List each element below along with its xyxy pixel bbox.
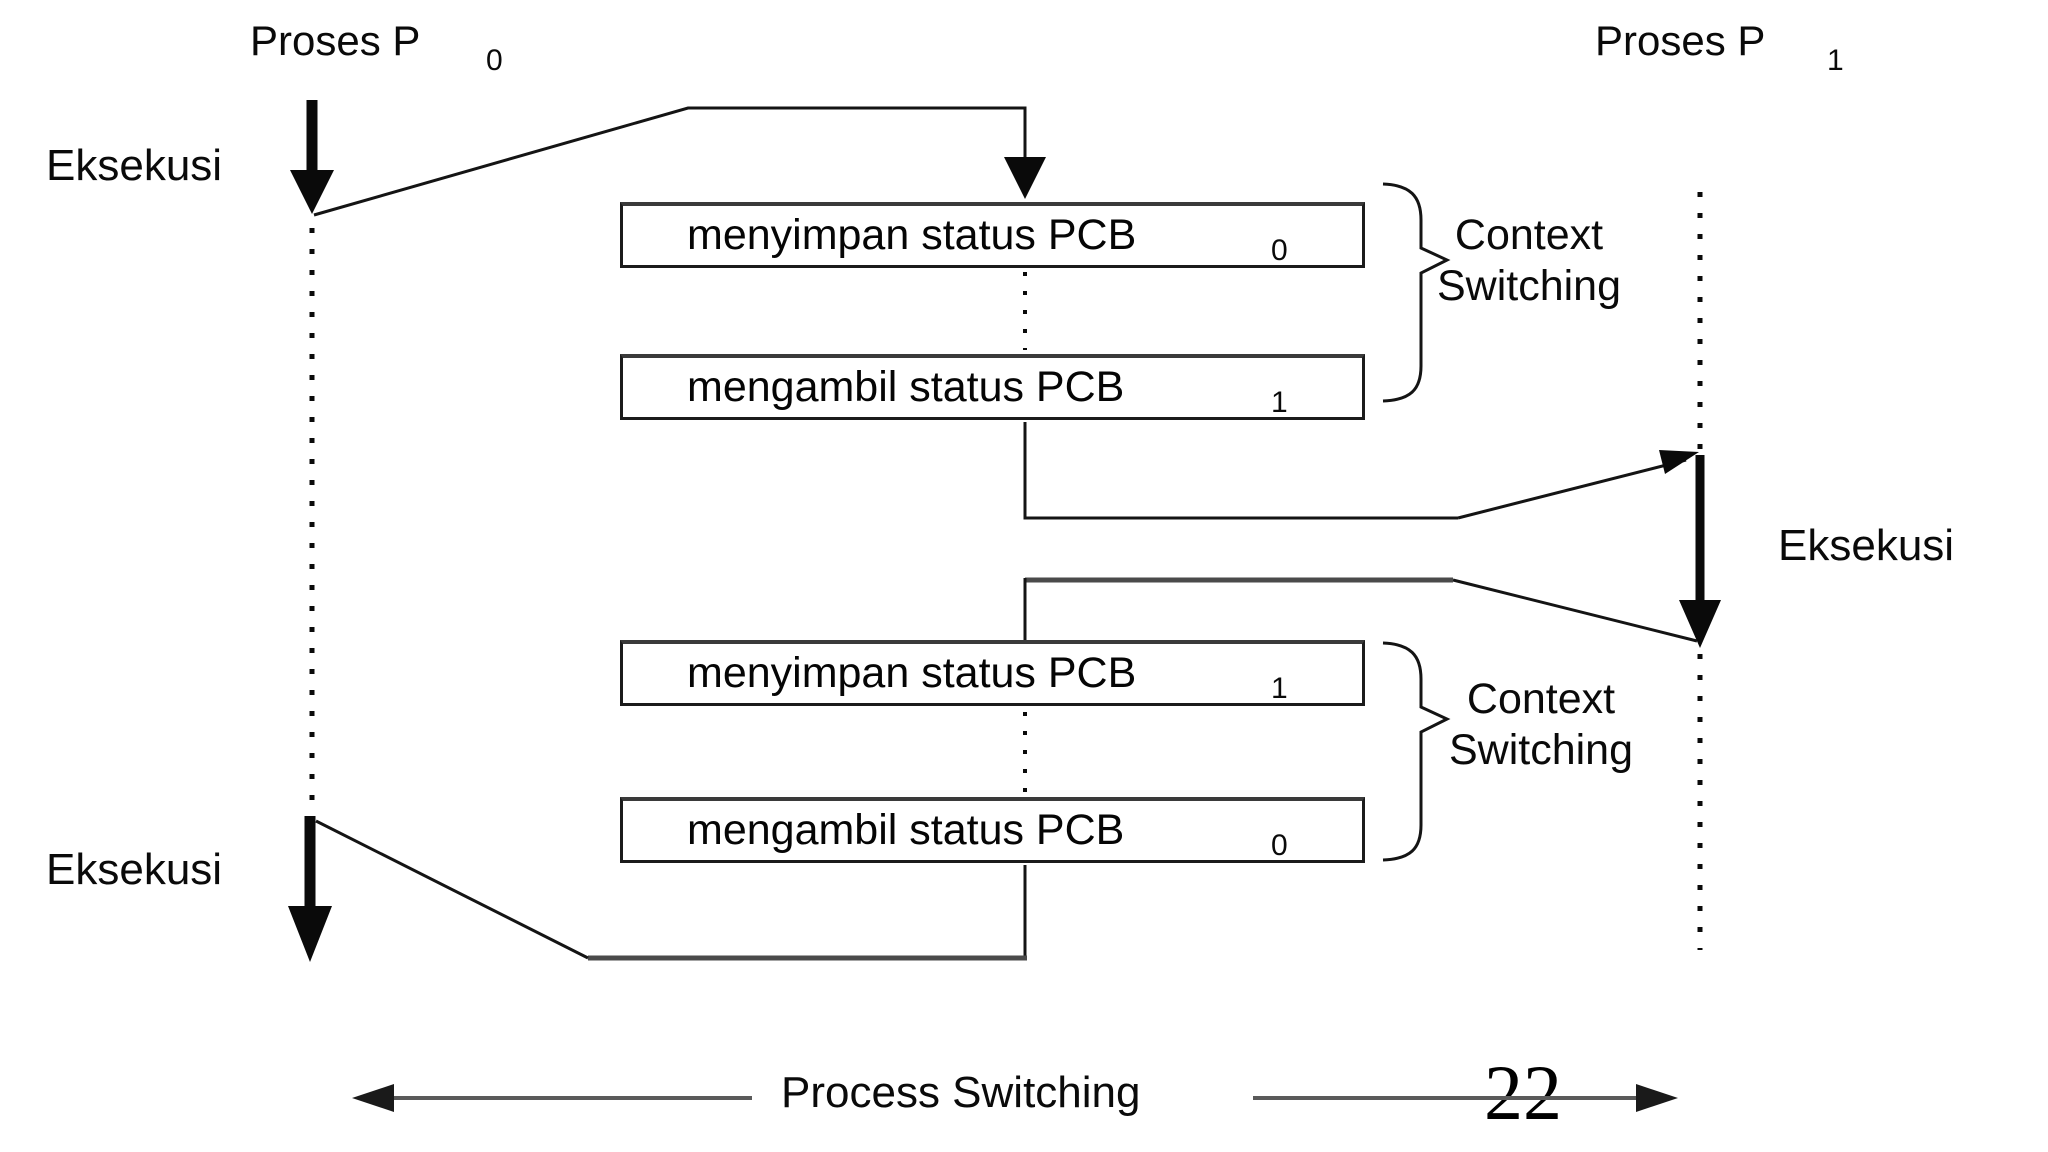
- save-pcb1-box: menyimpan status PCB 1: [620, 640, 1365, 706]
- save-pcb0-box: menyimpan status PCB 0: [620, 202, 1365, 268]
- context-switching-top-line2: Switching: [1436, 262, 1622, 310]
- load-pcb0-label: mengambil status PCB: [687, 806, 1125, 854]
- p0-execution-arrow-top: [290, 100, 334, 214]
- to-p0-connector: [315, 819, 1027, 961]
- process-p1-subscript: 1: [1827, 44, 1844, 77]
- p0-suspend-connector: [313, 106, 1046, 217]
- load-pcb0-subscript: 0: [1271, 829, 1288, 862]
- context-switching-brace-bottom: [1382, 641, 1451, 862]
- eksekusi-label-right: Eksekusi: [1778, 521, 1955, 570]
- load-pcb1-subscript: 1: [1271, 386, 1288, 419]
- p0-execution-arrow-bottom: [288, 816, 332, 962]
- left-arrowhead-icon: [352, 1084, 394, 1112]
- context-switching-bottom-line2: Switching: [1448, 726, 1634, 774]
- eksekusi-label-bottom-left: Eksekusi: [46, 845, 223, 894]
- load-pcb0-box: mengambil status PCB 0: [620, 797, 1365, 863]
- save-pcb1-subscript: 1: [1271, 672, 1288, 705]
- p1-execution-arrow: [1679, 455, 1721, 648]
- process-switching-arrow: [352, 1084, 1678, 1112]
- process-p0-subscript: 0: [486, 44, 503, 77]
- process-p1-title: Proses P: [1595, 17, 1766, 64]
- save-pcb0-subscript: 0: [1271, 234, 1288, 267]
- process-p0-title: Proses P: [250, 17, 421, 64]
- load-pcb1-box: mengambil status PCB 1: [620, 354, 1365, 420]
- process-switching-label: Process Switching: [781, 1068, 1141, 1117]
- down-arrowhead-icon: [1004, 157, 1046, 199]
- ne-arrowhead-icon: [1659, 450, 1699, 474]
- load-pcb1-label: mengambil status PCB: [687, 363, 1125, 411]
- p1-suspend-connector: [1023, 577, 1698, 643]
- context-switching-bottom-line1: Context: [1466, 675, 1616, 723]
- context-switching-brace-top: [1382, 182, 1451, 403]
- context-switching-annotation-bottom: Context Switching: [1436, 674, 1646, 776]
- context-switching-annotation-top: Context Switching: [1424, 210, 1634, 312]
- right-arrowhead-icon: [1636, 1084, 1678, 1112]
- context-switching-top-line1: Context: [1454, 211, 1604, 259]
- to-p1-connector: [1023, 422, 1699, 520]
- page-number: 22: [1484, 1049, 1562, 1136]
- save-pcb1-label: menyimpan status PCB: [687, 649, 1137, 697]
- save-pcb0-label: menyimpan status PCB: [687, 211, 1137, 259]
- eksekusi-label-top-left: Eksekusi: [46, 141, 223, 190]
